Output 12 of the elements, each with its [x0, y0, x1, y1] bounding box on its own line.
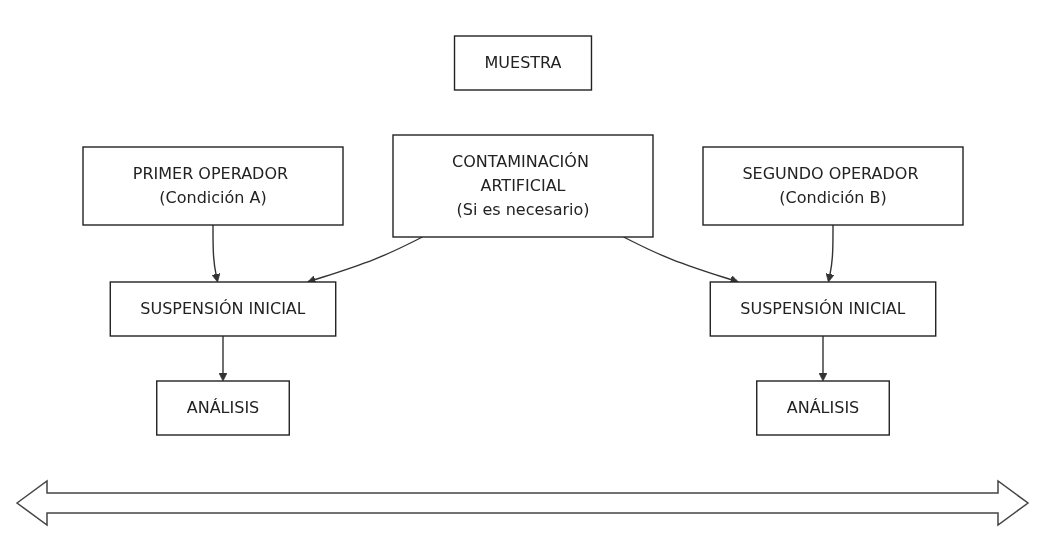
node-box: ANÁLISIS — [755, 379, 890, 436]
node-box: ANÁLISIS — [155, 379, 290, 436]
arrow — [211, 223, 220, 282]
arrow — [818, 334, 827, 381]
node-box: PRIMER OPERADOR (Condición A) — [81, 145, 344, 226]
node-box: MUESTRA — [453, 34, 592, 91]
node-box: CONTAMINACIÓN ARTIFICIAL (Si es necesario) — [391, 133, 654, 238]
arrow — [218, 334, 227, 381]
arrow — [825, 223, 834, 282]
node-box: SUSPENSIÓN INICIAL — [109, 280, 336, 337]
node-box: SUSPENSIÓN INICIAL — [709, 280, 936, 337]
node-box: SEGUNDO OPERADOR (Condición B) — [701, 145, 964, 226]
